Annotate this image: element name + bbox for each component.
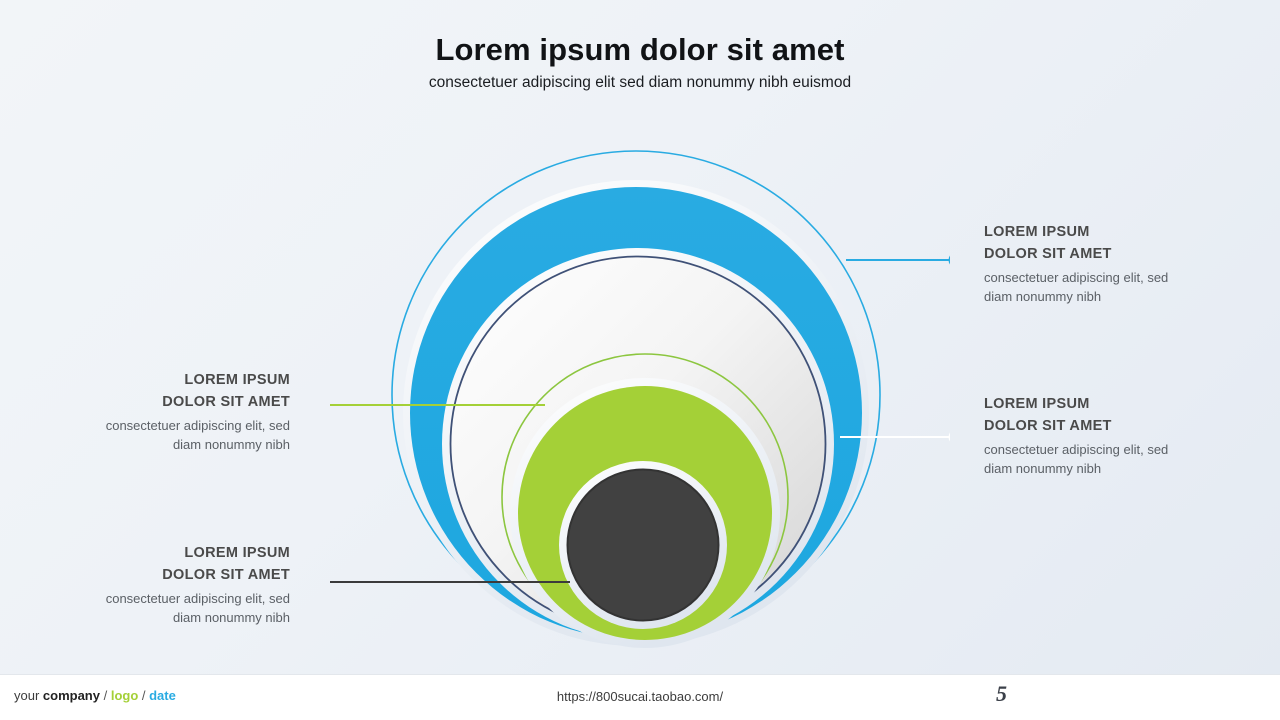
footer-company-prefix: your xyxy=(14,688,43,703)
page-number: 5 xyxy=(996,681,1007,706)
footer-url[interactable]: https://800sucai.taobao.com/ xyxy=(556,689,724,704)
connector-top-right xyxy=(846,255,950,265)
core-circle-dark xyxy=(566,468,720,622)
callout-body: consectetuer adipiscing elit, sed diam n… xyxy=(48,589,290,628)
callout-body-line1: consectetuer adipiscing elit, sed xyxy=(984,269,1169,285)
callout-title-line1: LOREM IPSUM xyxy=(984,396,1090,412)
callout-title-line1: LOREM IPSUM xyxy=(984,224,1090,240)
callout-title-line2: DOLOR SIT AMET xyxy=(984,417,1112,434)
page-title: Lorem ipsum dolor sit amet xyxy=(435,32,845,67)
callout-body-line2: diam nonummy nibh xyxy=(984,289,1102,304)
callout-body: consectetuer adipiscing elit, sed diam n… xyxy=(48,416,290,455)
callout-top-right: LOREM IPSUM DOLOR SIT AMET consectetuer … xyxy=(984,222,1224,307)
callout-title: LOREM IPSUM DOLOR SIT AMET xyxy=(984,394,1224,438)
callout-body: consectetuer adipiscing elit, sed diam n… xyxy=(984,268,1224,307)
callout-title: LOREM IPSUM DOLOR SIT AMET xyxy=(48,543,290,587)
callout-body-line2: diam nonummy nibh xyxy=(984,461,1102,476)
callout-title: LOREM IPSUM DOLOR SIT AMET xyxy=(48,370,290,414)
callout-body-line1: consectetuer adipiscing elit, sed xyxy=(984,441,1169,457)
callout-left-middle: LOREM IPSUM DOLOR SIT AMET consectetuer … xyxy=(48,370,290,455)
callout-body-line2: diam nonummy nibh xyxy=(172,437,290,452)
connector-right-middle xyxy=(840,432,950,442)
footer-company: company xyxy=(42,688,100,703)
callout-title-line2: DOLOR SIT AMET xyxy=(984,245,1112,262)
footer-logo: logo xyxy=(110,688,139,703)
connector-left-middle xyxy=(330,404,545,406)
callout-body: consectetuer adipiscing elit, sed diam n… xyxy=(984,440,1224,479)
callout-title-line2: DOLOR SIT AMET xyxy=(162,393,290,410)
callout-right-middle: LOREM IPSUM DOLOR SIT AMET consectetuer … xyxy=(984,394,1224,479)
callout-title-line2: DOLOR SIT AMET xyxy=(162,566,290,583)
callout-body-line1: consectetuer adipiscing elit, sed xyxy=(105,417,290,433)
callout-title-line1: LOREM IPSUM xyxy=(184,545,290,561)
footer-separator-1: / xyxy=(99,688,111,703)
callout-body-line2: diam nonummy nibh xyxy=(172,610,290,625)
callout-title-line1: LOREM IPSUM xyxy=(184,372,290,388)
page-subtitle: consectetuer adipiscing elit sed diam no… xyxy=(428,73,852,91)
connector-bottom-left xyxy=(330,581,570,583)
callout-body-line1: consectetuer adipiscing elit, sed xyxy=(105,590,290,606)
callout-bottom-left: LOREM IPSUM DOLOR SIT AMET consectetuer … xyxy=(48,543,290,628)
concentric-circles-diagram xyxy=(330,130,950,670)
slide-heading: Lorem ipsum dolor sit amet consectetuer … xyxy=(0,32,1280,92)
footer-separator-2: / xyxy=(138,688,150,703)
callout-title: LOREM IPSUM DOLOR SIT AMET xyxy=(984,222,1224,266)
footer-date: date xyxy=(149,688,176,703)
slide-footer: your company / logo / date https://800su… xyxy=(0,674,1280,720)
footer-branding: your company / logo / date xyxy=(14,688,176,703)
